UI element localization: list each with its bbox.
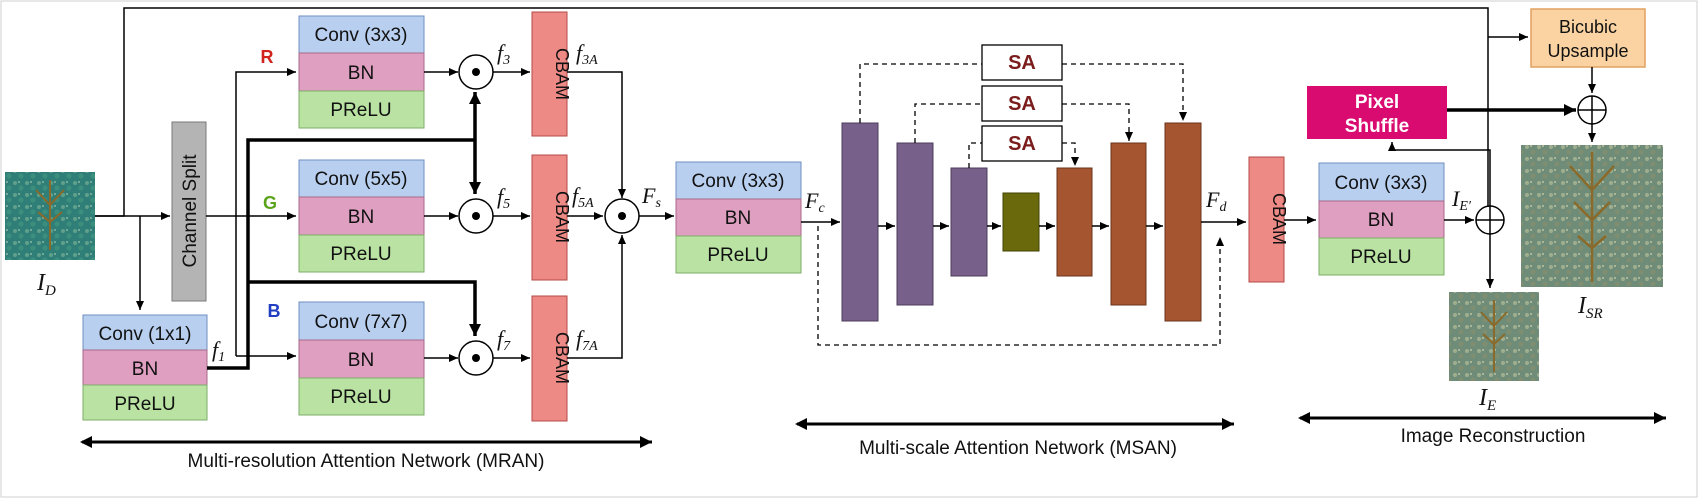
recon-cbam-block bbox=[1248, 156, 1285, 283]
f1-label: f1 bbox=[212, 337, 225, 365]
r-prelu-label: PReLU bbox=[330, 100, 391, 121]
mid-bn-label: BN bbox=[725, 208, 751, 229]
pixel-shuffle-label-1: Pixel bbox=[1355, 92, 1399, 113]
b-branch-label: B bbox=[268, 301, 281, 321]
mid-conv-stack: Conv (3x3) BN PReLU bbox=[675, 161, 802, 274]
msan-section-label: Multi-scale Attention Network (MSAN) bbox=[859, 438, 1177, 459]
f7-label: f7 bbox=[497, 326, 511, 354]
f5a-label: f5A bbox=[572, 183, 594, 211]
f7a-label: f7A bbox=[576, 326, 598, 354]
branch-g-stack: Conv (5x5) BN PReLU bbox=[298, 159, 425, 273]
recon-bn-label: BN bbox=[1368, 210, 1394, 231]
f1-to-top-line bbox=[207, 138, 475, 370]
conv7x7-label: Conv (7x7) bbox=[315, 312, 408, 333]
fd-label: Fd bbox=[1205, 187, 1227, 215]
bicubic-label-2: Upsample bbox=[1547, 41, 1628, 61]
split-to-r-arrow bbox=[235, 68, 296, 216]
branch-b-stack: Conv (7x7) BN PReLU bbox=[298, 301, 425, 416]
f7a-arrow bbox=[567, 235, 626, 359]
branch-r-stack: Conv (3x3) BN PReLU bbox=[298, 15, 425, 129]
fs-label: Fs bbox=[641, 183, 661, 211]
g-prelu-label: PReLU bbox=[330, 244, 391, 265]
sr-image bbox=[1521, 145, 1663, 287]
enhanced-image-label: IE bbox=[1478, 385, 1496, 414]
mid-conv-label: Conv (3x3) bbox=[692, 171, 785, 192]
cbam-r-label: CBAM bbox=[552, 48, 572, 100]
sa-label-1: SA bbox=[1008, 52, 1036, 74]
conv1x1-bn-block bbox=[82, 349, 208, 386]
f5-label: f5 bbox=[497, 184, 510, 212]
input-image-label: ID bbox=[36, 270, 56, 299]
enhanced-image bbox=[1449, 292, 1539, 381]
sa-connections bbox=[817, 63, 1224, 346]
sa-boxes: SA SA SA bbox=[981, 44, 1063, 162]
msan-blocks bbox=[841, 122, 1202, 322]
sa-label-2: SA bbox=[1008, 93, 1036, 115]
cbam-blocks: CBAM CBAM CBAM bbox=[531, 11, 572, 422]
r-branch-label: R bbox=[261, 47, 274, 67]
recon-section-label: Image Reconstruction bbox=[1401, 426, 1586, 447]
cbam-b-label: CBAM bbox=[552, 332, 572, 384]
f3a-arrow bbox=[567, 71, 626, 198]
sa-label-3: SA bbox=[1008, 133, 1036, 155]
channel-split-label: Channel Split bbox=[180, 154, 201, 268]
bicubic-label-1: Bicubic bbox=[1559, 17, 1617, 37]
bicubic-block bbox=[1530, 8, 1646, 68]
mid-prelu-label: PReLU bbox=[707, 245, 768, 266]
pixel-shuffle-block bbox=[1307, 86, 1447, 139]
fc-label: Fc bbox=[804, 188, 825, 216]
sr-image-label: ISR bbox=[1577, 293, 1603, 322]
r-bn-label: BN bbox=[348, 63, 374, 84]
conv1x1-label: Conv (1x1) bbox=[99, 324, 192, 345]
b-bn-label: BN bbox=[348, 350, 374, 371]
g-bn-label: BN bbox=[348, 207, 374, 228]
channel-split-block bbox=[171, 121, 207, 302]
recon-cbam-label: CBAM bbox=[1269, 193, 1289, 245]
b-prelu-label: PReLU bbox=[330, 387, 391, 408]
conv3x3-label: Conv (3x3) bbox=[315, 25, 408, 46]
mran-section-label: Multi-resolution Attention Network (MRAN… bbox=[188, 451, 545, 472]
g-branch-label: G bbox=[263, 193, 277, 213]
f3a-label: f3A bbox=[576, 40, 598, 68]
add-to-pixelshuffle-arrow bbox=[1388, 142, 1491, 206]
recon-prelu-label: PReLU bbox=[1350, 247, 1411, 268]
f1-to-f7-arrow bbox=[248, 280, 481, 336]
pixel-shuffle-label-2: Shuffle bbox=[1345, 116, 1409, 137]
conv5x5-label: Conv (5x5) bbox=[315, 169, 408, 190]
conv1x1-prelu-block bbox=[82, 384, 208, 421]
conv1x1-prelu-label: PReLU bbox=[114, 394, 175, 415]
ie-prime-label: IE′ bbox=[1451, 186, 1472, 214]
input-image bbox=[5, 172, 95, 260]
cbam-g-label: CBAM bbox=[552, 191, 572, 243]
f3-label: f3 bbox=[497, 40, 510, 68]
conv1x1-stack: Conv (1x1) BN PReLU bbox=[82, 314, 208, 421]
recon-conv-label: Conv (3x3) bbox=[1335, 173, 1428, 194]
conv1x1-bn-label: BN bbox=[132, 359, 158, 380]
recon-conv-stack: Conv (3x3) BN PReLU bbox=[1318, 162, 1445, 276]
conv1x1-block bbox=[82, 314, 208, 351]
